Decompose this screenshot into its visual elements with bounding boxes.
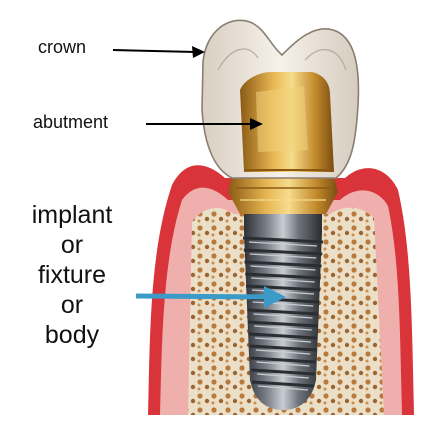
implant-label: implant or fixture or body [16, 200, 128, 350]
implant-label-line: body [16, 320, 128, 350]
crown-label: crown [38, 37, 86, 58]
implant-label-line: or [16, 290, 128, 320]
implant-label-line: or [16, 230, 128, 260]
crown-arrow [113, 46, 205, 58]
abutment-label: abutment [33, 112, 108, 133]
implant-label-line: fixture [16, 260, 128, 290]
implant-fixture [243, 212, 323, 410]
implant-label-line: implant [16, 200, 128, 230]
